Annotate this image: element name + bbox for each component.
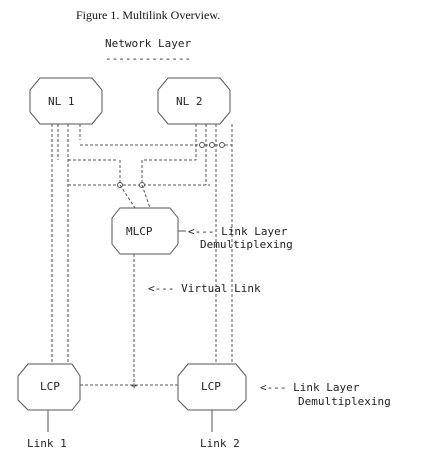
junction-plus: + [131,381,137,392]
lcp1-node [17,363,81,411]
link1-label: Link 1 [27,437,67,450]
network-layer-underline: ------------- [105,52,192,65]
nl1-to-nl2-bus [68,144,232,186]
annotation-demux-bottom: Demultiplexing [298,395,391,408]
annotation-virtual-link: <--- Virtual Link [148,282,261,295]
nl2-links [195,124,233,364]
bus-junctions [117,142,225,188]
mlcp-label: MLCP [126,225,153,238]
annotation-demux-top: Demultiplexing [200,238,293,251]
lcp1-label: LCP [40,380,60,393]
nl2-label: NL 2 [176,95,203,108]
nl2-node [157,77,231,125]
network-layer-title: Network Layer [105,37,192,50]
annotation-link-layer-bottom: <--- Link Layer [260,381,360,394]
figure-caption: Figure 1. Multilink Overview. [76,8,221,22]
link2-label: Link 2 [200,437,240,450]
nl1-label: NL 1 [48,95,75,108]
lcp2-node [177,363,247,411]
nl1-node [29,77,103,125]
lcp2-label: LCP [201,380,221,393]
annotation-link-layer-top: <--- Link Layer [188,225,288,238]
mlcp-inputs [119,160,151,209]
mlcp-node [111,207,179,255]
nl1-links [51,124,81,364]
